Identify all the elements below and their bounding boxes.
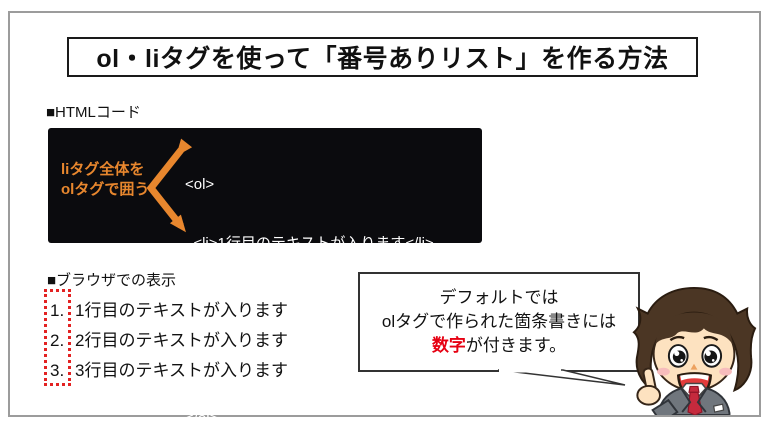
list-item-number: 2. [50, 331, 65, 350]
mascot-finger [642, 367, 657, 391]
mascot-blush-left [657, 367, 670, 376]
mascot-blush-right [719, 367, 732, 376]
speech-bubble: デフォルトでは olタグで作られた箇条書きには 数字が付きます。 [358, 272, 640, 372]
list-item: 3. 3行目のテキストが入ります [50, 356, 288, 381]
page-title-text: ol・liタグを使って「番号ありリスト」を作る方法 [96, 45, 669, 73]
mascot-nose [690, 363, 698, 370]
speech-bubble-line1: デフォルトでは [439, 288, 559, 307]
list-item: 1. 1行目のテキストが入ります [50, 296, 288, 321]
code-line: </ol> [185, 410, 219, 427]
mascot-eyes [667, 344, 723, 368]
mascot-lapels [680, 387, 708, 413]
number-highlight-box [44, 289, 71, 386]
code-line: <li>1行目のテキストが入ります</li> [185, 234, 434, 252]
speech-bubble-tail [497, 369, 626, 386]
list-item-text: 2行目のテキストが入ります [75, 331, 288, 350]
code-annotation: liタグ全体を olタグで囲う [61, 160, 149, 200]
code-annotation-line1: liタグ全体を [61, 161, 145, 178]
list-item-text: 3行目のテキストが入ります [75, 361, 288, 380]
mascot-fringe [655, 312, 733, 345]
bracket-arrow-icon [146, 138, 193, 233]
list-item-text: 1行目のテキストが入ります [75, 301, 288, 320]
browser-display-heading: ■ブラウザでの表示 [47, 272, 177, 289]
html-code-heading: ■HTMLコード [46, 104, 141, 121]
mascot-fist [636, 384, 661, 406]
list-item-number: 3. [50, 361, 65, 380]
speech-bubble-line3: 数字が付きます。 [432, 334, 566, 358]
mascot-character [632, 286, 757, 415]
code-block: liタグ全体を olタグで囲う <ol> <li>1行目のテキストが入ります</… [48, 128, 482, 427]
page-title: ol・liタグを使って「番号ありリスト」を作る方法 [67, 37, 698, 77]
list-item: 2. 2行目のテキストが入ります [50, 326, 288, 351]
speech-bubble-line2: olタグで作られた箇条書きには [381, 312, 617, 331]
list-item-number: 1. [50, 301, 65, 320]
mascot-eyebrows [669, 335, 719, 342]
mascot-pocket-square [713, 403, 725, 413]
mascot-sleeve [651, 398, 679, 415]
highlighted-word: 数字 [431, 336, 466, 355]
code-annotation-line2: olタグで囲う [61, 181, 150, 198]
mascot-tie [687, 385, 703, 415]
speech-bubble-line3-rest: が付きます。 [465, 336, 567, 355]
code-line: <ol> [185, 176, 215, 193]
